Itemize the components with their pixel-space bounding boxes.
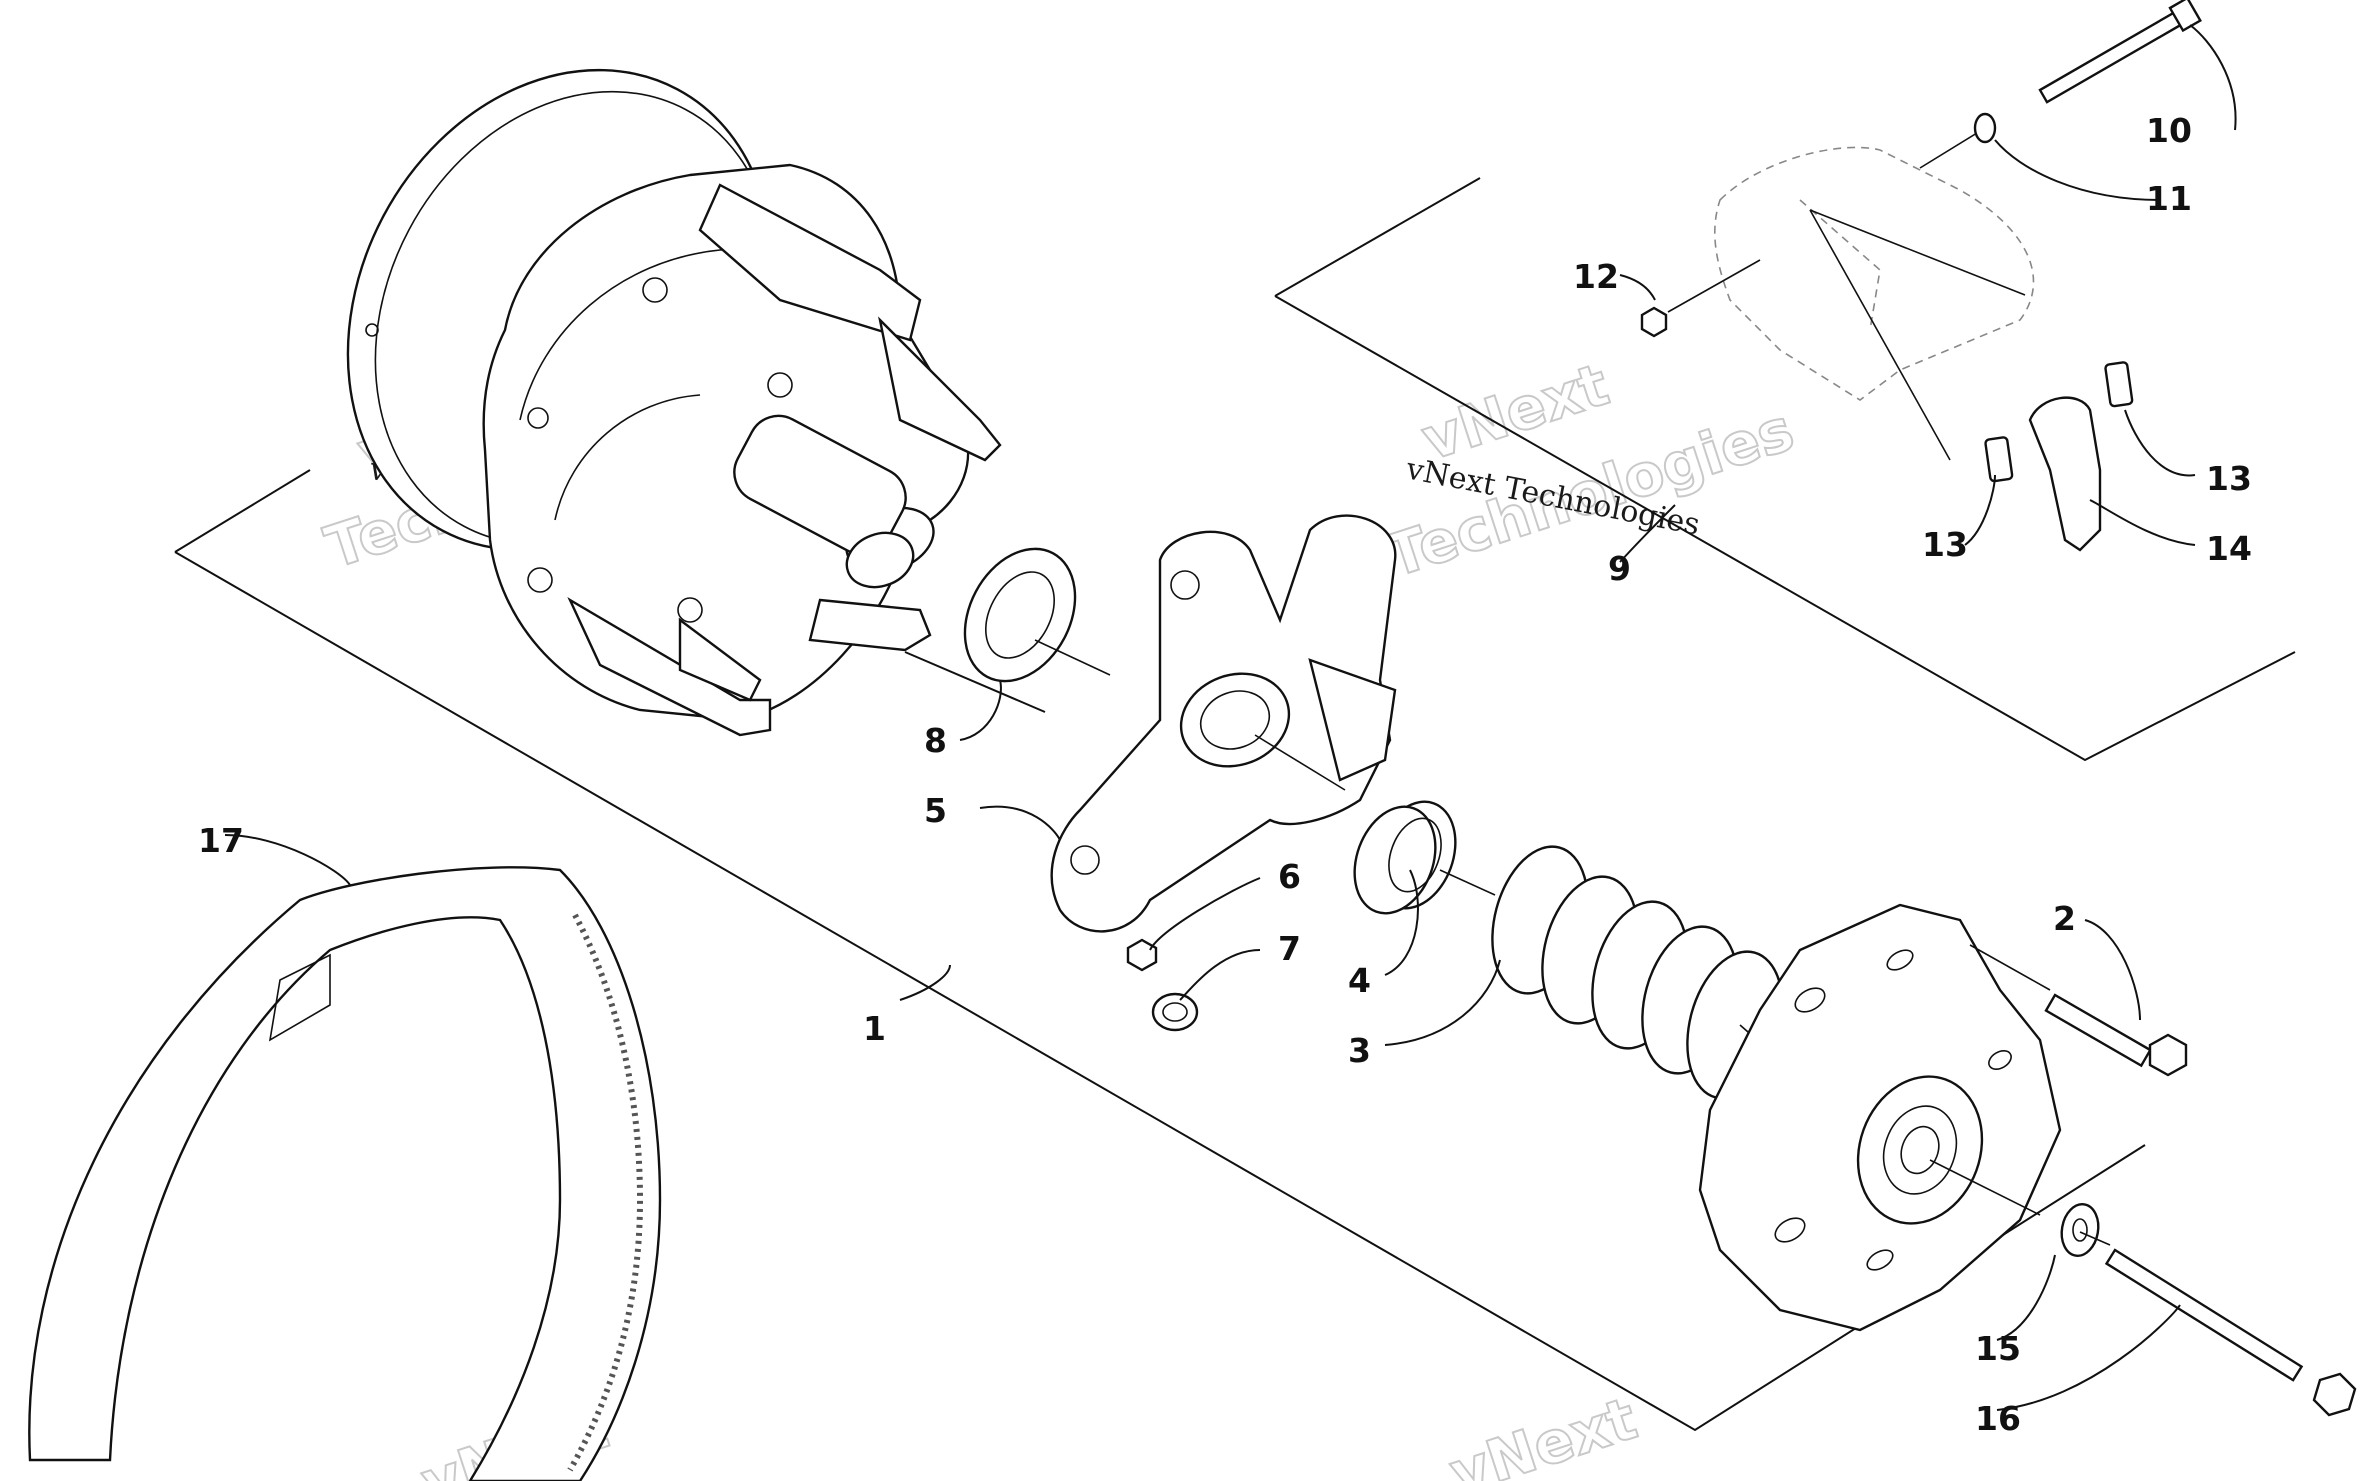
callout-10: 10 [2146,111,2192,150]
nut-12 [1640,259,1761,338]
callout-8: 8 [924,721,947,760]
callout-17: 17 [198,821,244,860]
callout-2: 2 [2053,899,2076,938]
clutch-sheave [346,68,1002,737]
roller-6 [1126,938,1158,972]
leader-lines [224,24,2237,1411]
callout-4: 4 [1348,961,1371,1000]
callout-12: 12 [1573,257,1619,296]
spider-5 [1050,514,1397,933]
shims-13 [1984,361,2134,483]
pin-10 [2038,0,2202,104]
callout-11: 11 [2146,179,2192,218]
bushing-7 [1151,992,1199,1032]
ramp-arm-outline [1714,124,2035,461]
callout-1: 1 [863,1009,886,1048]
kit-frame-9 [1274,177,2296,762]
callout-15: 15 [1975,1329,2021,1368]
callout-13-right: 13 [2206,459,2252,498]
washer-15 [2060,1203,2100,1257]
callout-9: 9 [1608,549,1631,588]
callouts: 1 2 3 4 5 6 7 8 9 10 11 12 13 13 14 15 1… [198,111,2252,1438]
callout-14: 14 [2206,529,2252,568]
bearing-4 [1353,800,1496,915]
callout-6: 6 [1278,857,1301,896]
callout-5: 5 [924,791,947,830]
washer-11 [1973,112,1997,144]
callout-16: 16 [1975,1399,2021,1438]
watermark-brand-3: vNext [1414,350,1617,474]
callout-3: 3 [1348,1031,1371,1070]
clutch-cover [1698,903,2062,1332]
callout-13-left: 13 [1922,525,1968,564]
callout-7: 7 [1278,929,1301,968]
washer-8 [963,547,1111,683]
bolt-16 [2079,1231,2357,1417]
drive-belt [28,866,662,1481]
watermark-brand-6: vNext [1442,1384,1645,1481]
bolt-2 [1969,944,2188,1077]
ramp-weight-14 [2028,396,2102,552]
